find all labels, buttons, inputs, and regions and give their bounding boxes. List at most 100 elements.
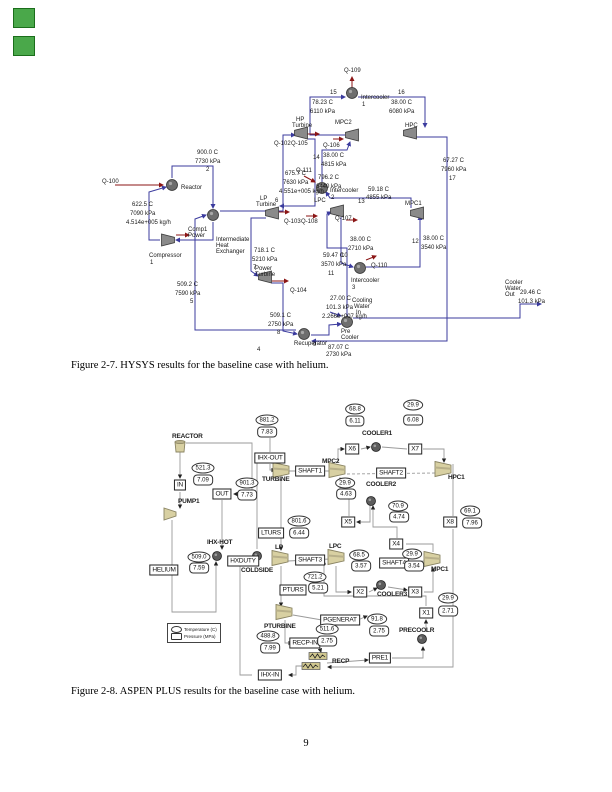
pressure-badge: 7.99 (260, 642, 280, 654)
flow-label: 9 (313, 342, 317, 348)
stream-line (311, 136, 448, 344)
legend-label: Pressure (MPa) (184, 634, 216, 640)
connector-line (327, 529, 454, 670)
flow-label: 2730 kPa (326, 352, 352, 358)
flow-label: 17 (449, 176, 456, 182)
temperature-badge: 509.0 (187, 551, 211, 563)
reactor-icon-highlight (168, 181, 173, 186)
flow-label: 13 (358, 199, 365, 205)
pressure-badge: 2.75 (369, 625, 389, 637)
process-block-lturs: LTURS (258, 527, 284, 539)
hp-turbine-icon (294, 126, 308, 140)
legend-row: Temperature (C) (171, 626, 217, 634)
flow-label: MPC1 (405, 201, 422, 207)
flow-label: 2750 kPa (268, 322, 294, 328)
flow-label: 7960 kPa (441, 167, 467, 173)
compressor-icon (161, 233, 175, 247)
flow-label: Q-107 (335, 216, 352, 222)
ihx-cold-icon-highlight (254, 553, 258, 557)
flow-label: 16 (398, 90, 405, 96)
connector-line (288, 665, 305, 678)
flow-label: 1 (150, 260, 154, 266)
annotation-mark (13, 8, 35, 28)
cooler3-icon-highlight (378, 582, 382, 586)
figure-2-8-caption: Figure 2-8. ASPEN PLUS results for the b… (71, 686, 356, 697)
flow-label: Turbine (256, 202, 277, 208)
block-label: REACTOR (172, 433, 203, 440)
block-label: COOLER2 (366, 481, 397, 488)
pressure-badge: 6.08 (403, 414, 423, 426)
pressure-badge: 5.21 (308, 582, 328, 594)
flow-label: Q-108 (301, 219, 318, 225)
cooler2-icon (366, 496, 376, 506)
stream-line (171, 165, 216, 209)
power-turbine-icon (258, 270, 272, 284)
cooler3-icon (376, 580, 386, 590)
power-turbine-icon-face (275, 609, 293, 613)
flow-label: 87.07 C (328, 345, 350, 351)
flow-label: Cooler (341, 335, 359, 341)
flow-label: Q-110 (371, 263, 388, 269)
flow-label: 4.514e+005 kg/h (126, 220, 171, 226)
stream-line (326, 211, 348, 316)
figure-2-8-legend: Temperature (C) Pressure (MPa) (167, 623, 221, 644)
flow-label: Q-103 (284, 219, 301, 225)
legend-oval-icon (171, 626, 182, 634)
pressure-badge: 4.63 (336, 488, 356, 500)
flow-label: Pre (341, 329, 351, 335)
temperature-badge: 70.9 (388, 500, 408, 512)
ihx-hot-icon (212, 551, 222, 561)
temperature-badge: 721.2 (303, 571, 327, 583)
flow-label: 5 (190, 299, 194, 305)
stream-line (279, 138, 316, 209)
flow-label: 7730 kPa (195, 159, 221, 165)
process-block-hxduty: HXDUTY (227, 555, 259, 567)
stream-line (340, 217, 354, 269)
flow-label: 2 (331, 195, 335, 201)
pressure-badge: 7.59 (189, 562, 209, 574)
flow-label: Power (255, 266, 273, 272)
stream-line (311, 321, 342, 336)
process-block-shaft2: SHAFT2 (376, 467, 406, 479)
connector-line (370, 505, 398, 538)
connector-line (360, 445, 371, 450)
connector-line (335, 566, 352, 595)
flow-label: 38.00 C (350, 237, 372, 243)
lpc-icon (330, 204, 344, 218)
hpc1-icon-face (434, 466, 452, 470)
precooler-icon (341, 316, 353, 328)
connector-line (368, 587, 378, 593)
flow-label: 38.00 C (423, 236, 445, 242)
legend-label: Temperature (C) (184, 627, 217, 632)
temperature-badge: 68.8 (345, 403, 365, 415)
turbine-icon-face (272, 467, 290, 471)
intercooler3-icon (354, 262, 366, 274)
figure-2-7-caption: Figure 2-7. HYSYS results for the baseli… (71, 360, 329, 371)
flow-label: 675.7 C (285, 171, 307, 177)
lp-turbine-icon-face (271, 555, 289, 559)
flow-label: 7 (253, 265, 257, 271)
intermediate-heat-exchanger-icon-highlight (209, 211, 214, 216)
process-block-ihx-out: IHX-OUT (254, 452, 286, 464)
stream-line (271, 282, 298, 336)
mpc1-icon-face (423, 556, 441, 560)
flow-label: Power (188, 233, 206, 239)
flow-label: 59.47 C (323, 253, 345, 259)
pressure-badge: 7.09 (193, 474, 213, 486)
stream-line (175, 222, 214, 243)
flow-label: 2710 kPa (348, 246, 374, 252)
mpc1-icon (410, 206, 424, 220)
flow-label: Recuperator (294, 341, 328, 347)
temperature-badge: 901.3 (235, 477, 259, 489)
flow-label: 4.551e+005 kg/h (279, 189, 324, 195)
process-block-pturs: PTURS (279, 584, 307, 596)
flow-label: 900.0 C (197, 150, 219, 156)
connector-line (424, 567, 436, 593)
flow-label: Intermediate (216, 237, 250, 243)
flow-label: Turbine (292, 123, 313, 129)
flow-label: 101.3 kPa (326, 305, 354, 311)
temperature-badge: 29.9 (438, 592, 458, 604)
flow-label: 11 (328, 271, 335, 277)
flow-label: 3 (352, 285, 356, 291)
connector-line (392, 646, 426, 659)
